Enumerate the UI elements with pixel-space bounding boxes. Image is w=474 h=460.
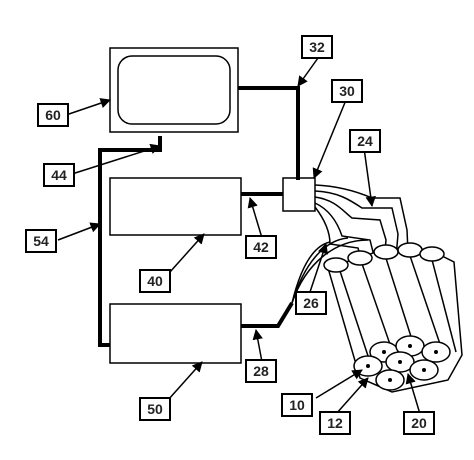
- label-32: 32: [301, 35, 333, 59]
- label-24: 24: [349, 129, 381, 153]
- label-60: 60: [37, 103, 69, 127]
- svg-text:28: 28: [253, 363, 269, 379]
- processor-block: [109, 177, 242, 236]
- label-42: 42: [245, 235, 277, 259]
- svg-text:10: 10: [289, 397, 305, 413]
- svg-text:30: 30: [339, 83, 355, 99]
- sensor-unit-block: [282, 177, 316, 212]
- svg-text:50: 50: [147, 401, 163, 417]
- label-40: 40: [139, 269, 171, 293]
- svg-text:26: 26: [303, 295, 319, 311]
- fiber-lines: [291, 184, 409, 304]
- svg-text:24: 24: [357, 133, 373, 149]
- label-20: 20: [403, 411, 435, 435]
- power-unit-block: [109, 303, 242, 364]
- label-54: 54: [25, 229, 57, 253]
- label-44: 44: [43, 163, 75, 187]
- svg-text:42: 42: [253, 239, 269, 255]
- leader-lines: [57, 57, 421, 415]
- svg-text:44: 44: [51, 167, 67, 183]
- fiber-bundle: [323, 242, 463, 393]
- label-12: 12: [319, 411, 351, 435]
- monitor-block: [109, 47, 239, 133]
- label-28: 28: [245, 359, 277, 383]
- label-50: 50: [139, 397, 171, 421]
- label-26: 26: [295, 291, 327, 315]
- svg-text:54: 54: [33, 233, 49, 249]
- svg-text:60: 60: [45, 107, 61, 123]
- label-10: 10: [281, 393, 313, 417]
- svg-text:20: 20: [411, 415, 427, 431]
- svg-text:32: 32: [309, 39, 325, 55]
- label-30: 30: [331, 79, 363, 103]
- svg-text:12: 12: [327, 415, 343, 431]
- svg-text:40: 40: [147, 273, 163, 289]
